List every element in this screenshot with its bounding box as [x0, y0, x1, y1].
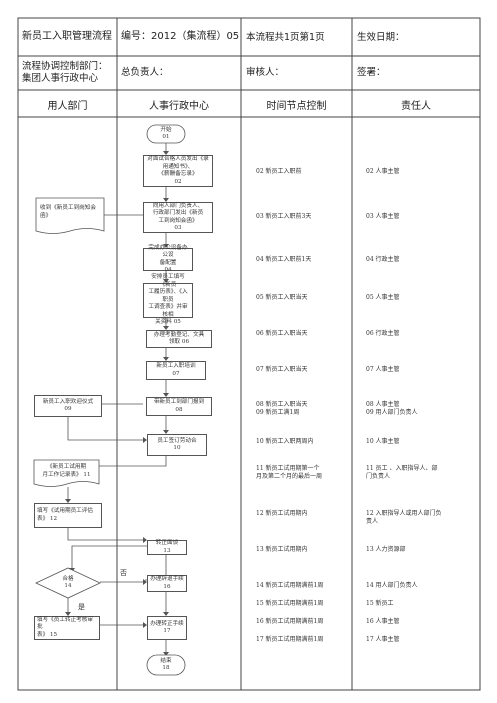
column-user-dept: 用人部门 [47, 101, 88, 112]
time-13: 13 新员工试用期内 [256, 546, 308, 553]
owner-label: 总负责人： [121, 67, 169, 78]
step-12: 填写《试用期员工评估 表》 12 [34, 503, 102, 528]
column-time-control: 时间节点控制 [266, 101, 327, 112]
time-04: 04 新员工入职前1天 [256, 256, 312, 263]
step-16: 办理辞退手续 16 [147, 575, 187, 592]
page-info: 本流程共1页第1页 [246, 32, 325, 43]
resp-02: 02 人事主管 [366, 168, 400, 175]
yes-label: 是 [78, 603, 85, 611]
step-08: 带新员工到部门报到 08 [146, 397, 212, 416]
resp-17: 17 人事主管 [366, 636, 400, 643]
resp-05: 05 人事主管 [366, 294, 400, 301]
control-dept: 流程协调控制部门： 集团人事行政中心 [22, 61, 108, 84]
resp-10: 10 人事主管 [366, 438, 400, 445]
time-15: 15 新员工试用期满前1周 [256, 600, 324, 607]
resp-15: 15 新员工 [366, 600, 394, 607]
step-09: 新员工入职欢迎仪式 09 [34, 395, 102, 417]
time-10: 10 新员工入职两周内 [256, 438, 314, 445]
resp-03: 03 人事主管 [366, 213, 400, 220]
resp-04: 04 行政主管 [366, 256, 400, 263]
time-08-09: 08 新员工入职当天 09 新员工满1周 [256, 401, 308, 416]
time-03: 03 新员工入职前3天 [256, 213, 312, 220]
resp-11: 11 员工 、入职指导人、部 门负责人 [366, 465, 438, 480]
step-03: 向用人部门负责人、 行政部门发出《新员 工到岗知会函》 03 [143, 202, 213, 233]
time-12: 12 新员工试用期内 [256, 510, 308, 517]
signer-label: 签署： [357, 67, 386, 78]
resp-14: 14 用人部门负责人 [366, 582, 418, 589]
reviewer-label: 审核人： [246, 67, 285, 78]
step-05: 安排员工填写《新员 工履历表》、《入职员 工调查表》并审核相 关资料 05 [143, 274, 193, 325]
time-07: 07 新员工入职当天 [256, 366, 308, 373]
effective-date: 生效日期： [357, 32, 405, 43]
flow-number: 编号：2012（集流程）05 [121, 31, 240, 42]
time-05: 05 新员工入职当天 [256, 294, 308, 301]
column-hr-center: 人事行政中心 [149, 101, 209, 112]
start-node: 开始 01 [160, 126, 172, 141]
step-13: 转正面谈 13 [147, 540, 187, 555]
column-responsible: 责任人 [401, 101, 431, 112]
resp-07: 07 人事主管 [366, 366, 400, 373]
step-15: 填写《员工转正考核审批 表》 15 [34, 616, 100, 640]
decision-14: 合格 14 [62, 575, 74, 590]
time-17: 17 新员工试用期满前1周 [256, 636, 324, 643]
time-16: 16 新员工试用期满前1周 [256, 618, 324, 625]
resp-06: 06 行政主管 [366, 330, 400, 337]
step-07: 新员工入职培训 07 [146, 361, 206, 380]
time-02: 02 新员工入职前 [256, 168, 302, 175]
step-02: 对面试合格人员发出《录用通知书》、 《薪酬备忘录》 02 [143, 155, 213, 187]
no-label: 否 [120, 569, 127, 577]
end-node: 结束 18 [160, 657, 172, 672]
flow-title: 新员工入职管理流程 [22, 31, 112, 42]
step-11-doc: 《新员工试用期 月工作记录表》 11 [42, 464, 91, 478]
resp-13: 13 人力资源部 [366, 546, 406, 553]
time-11: 11 新员工试用期第一个 月及第二个月的最后一周 [256, 465, 323, 480]
step-10: 员工签订劳动合 10 [147, 434, 207, 456]
receive-notice-doc: 收到《新员工到岗知会 函》 [40, 205, 96, 219]
decision-diamond [35, 567, 101, 599]
resp-08-09: 08 人事主管 09 用人部门负责人 [366, 401, 418, 416]
step-06: 办理考勤登记、文具 领取 06 [146, 330, 212, 348]
step-17: 办理转正手续 17 [147, 616, 187, 640]
resp-16: 16 人事主管 [366, 618, 400, 625]
resp-12: 12 入职指导人或用人部门负 责人 [366, 510, 442, 525]
time-14: 14 新员工试用期满前1周 [256, 582, 324, 589]
step-04: 完成办公设备办公设 备配置 04 [143, 245, 193, 273]
time-06: 06 新员工入职当天 [256, 330, 308, 337]
